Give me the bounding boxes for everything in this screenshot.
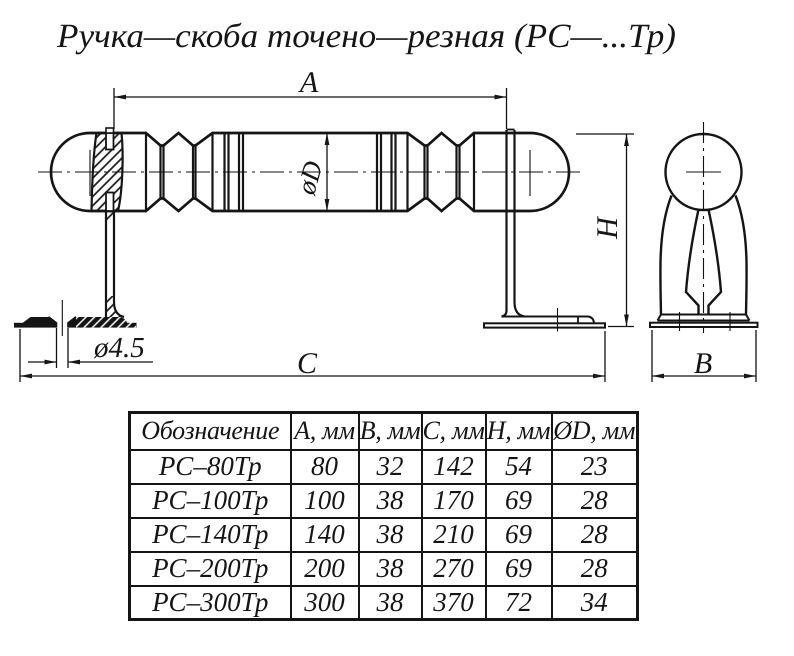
dim-h: [576, 133, 634, 328]
cell-designation: РС–140Тр: [128, 516, 292, 553]
cell-d: 28: [550, 550, 639, 587]
dim-hole-label: ø4.5: [93, 332, 145, 364]
cell-a: 80: [289, 448, 360, 485]
left-foot-white-hatch-area: [76, 317, 136, 328]
cell-a: 200: [289, 550, 360, 587]
header-d: ØD, мм: [550, 411, 639, 451]
cell-d: 34: [550, 584, 639, 621]
cell-designation: РС–100Тр: [128, 482, 292, 519]
cell-b: 38: [357, 550, 423, 587]
header-designation: Обозначение: [128, 411, 292, 451]
left-post-section: [90, 127, 124, 213]
end-view-leg-outer-left: [659, 195, 673, 315]
cell-h: 69: [484, 482, 553, 519]
size-table: Обозначение A, мм B, мм C, мм H, мм ØD, …: [128, 411, 639, 621]
cell-d: 28: [550, 482, 639, 519]
left-leg-hatch-bottom: [106, 296, 124, 317]
cell-designation: РС–80Тр: [128, 448, 292, 485]
left-leg-hatch-top: [106, 211, 114, 221]
left-leg-outer-line: [112, 211, 125, 319]
cell-d: 23: [550, 448, 639, 485]
size-table-header-row: Обозначение A, мм B, мм C, мм H, мм ØD, …: [128, 411, 639, 451]
cell-c: 270: [420, 550, 487, 587]
right-leg-left-line: [501, 130, 508, 318]
dim-c-label: C: [297, 347, 318, 380]
size-table-row: РС–80Тр 80 32 142 54 23: [128, 448, 639, 485]
dim-a-label: A: [298, 66, 319, 99]
cell-h: 69: [484, 516, 553, 553]
centerlines: [38, 122, 731, 336]
cell-a: 300: [289, 584, 360, 621]
right-leg: [501, 128, 525, 318]
end-view-leg-outer-right: [734, 195, 748, 315]
end-view-leg-inner-left: [684, 209, 700, 315]
left-foot-plate: [14, 322, 137, 328]
dim-hole: [28, 328, 153, 368]
left-foot-hole-edge-right: [67, 316, 77, 328]
end-view-leg-inner-right: [707, 209, 723, 315]
header-h: H, мм: [484, 411, 553, 451]
cell-h: 69: [484, 550, 553, 587]
cell-b: 38: [357, 482, 423, 519]
cell-c: 142: [420, 448, 487, 485]
cell-d: 28: [550, 516, 639, 553]
header-c: C, мм: [420, 411, 487, 451]
header-b: B, мм: [357, 411, 423, 451]
dim-diameter: [324, 133, 330, 211]
drawing-title: Ручка—скоба точено—резная (РС—...Тр): [56, 18, 676, 55]
right-foot-plate: [483, 322, 606, 329]
header-a: A, мм: [289, 411, 360, 451]
cell-b: 38: [357, 584, 423, 621]
size-table-row: РС–300Тр 300 38 370 72 34: [128, 584, 639, 621]
right-foot-boss: [501, 315, 595, 324]
right-foot: [483, 315, 606, 329]
cell-b: 32: [357, 448, 423, 485]
cell-c: 210: [420, 516, 487, 553]
left-post-bottom-slot: [105, 191, 115, 212]
left-post-top-slot: [105, 132, 115, 151]
left-foot-hole-edge-left: [48, 316, 58, 328]
cell-c: 170: [420, 482, 487, 519]
cell-designation: РС–200Тр: [128, 550, 292, 587]
size-table-row: РС–200Тр 200 38 270 69 28: [128, 550, 639, 587]
right-leg-right-line: [513, 130, 525, 318]
cell-h: 54: [484, 448, 553, 485]
cell-b: 38: [357, 516, 423, 553]
cell-designation: РС–300Тр: [128, 584, 292, 621]
dim-h-label: H: [591, 215, 624, 240]
cell-h: 72: [484, 584, 553, 621]
dim-b-label: B: [694, 347, 712, 380]
dim-diameter-label: øD: [291, 157, 329, 198]
left-foot-section: [14, 316, 137, 329]
dim-b: [651, 330, 757, 382]
left-post-hatch-band: [90, 131, 124, 213]
cell-a: 140: [289, 516, 360, 553]
left-post-stub: [105, 127, 115, 134]
size-table-row: РС–100Тр 100 38 170 69 28: [128, 482, 639, 519]
cell-c: 370: [420, 584, 487, 621]
dim-c: [19, 329, 606, 382]
dim-a: [113, 88, 508, 129]
cell-a: 100: [289, 482, 360, 519]
dimensions: [19, 88, 757, 382]
left-leg: [104, 211, 125, 319]
size-table-row: РС–140Тр 140 38 210 69 28: [128, 516, 639, 553]
